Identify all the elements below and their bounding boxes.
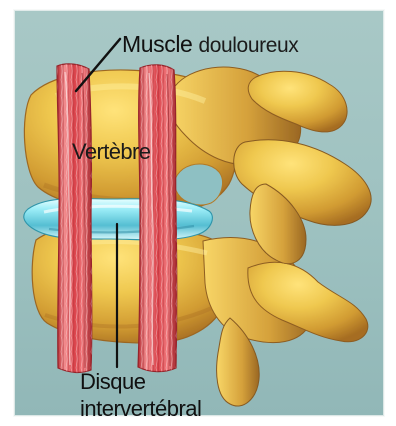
disc-label: Disque intervertébral	[80, 368, 201, 422]
muscle-label-rest: douloureux	[198, 34, 298, 57]
left-muscle	[57, 64, 92, 373]
vertebra-label: Vertèbre	[72, 141, 150, 163]
disc-label-line2: intervertébral	[80, 395, 201, 422]
disc-label-line1: Disque	[80, 368, 201, 395]
muscle-label: Muscle douloureux	[122, 33, 298, 56]
right-muscle	[138, 65, 177, 372]
muscle-label-bold: Muscle	[122, 31, 192, 57]
